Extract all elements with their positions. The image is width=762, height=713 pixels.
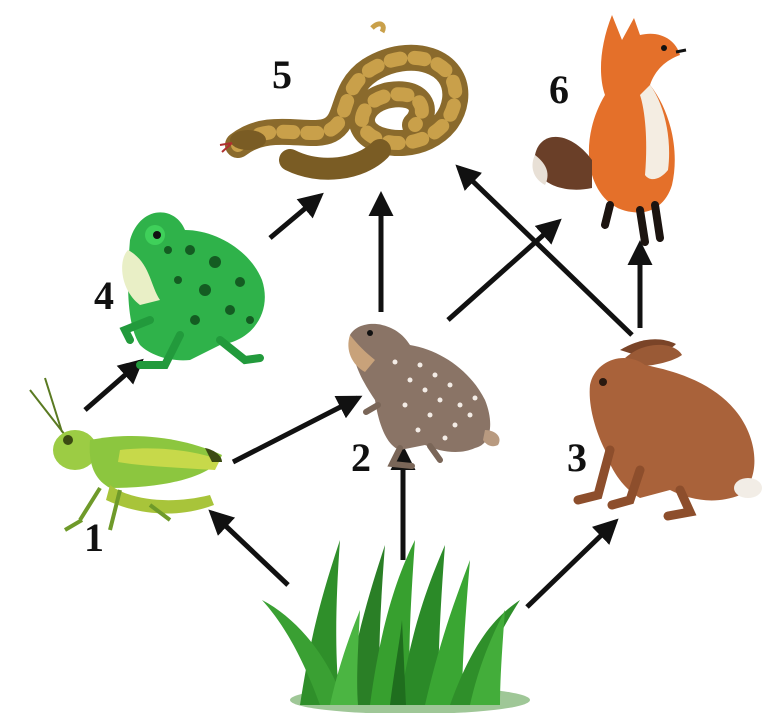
arrow-grass-to-1 <box>212 513 288 585</box>
organism-number-4: 4 <box>94 276 114 316</box>
ground-squirrel-icon <box>348 324 499 466</box>
organism-number-2: 2 <box>351 438 371 478</box>
fox-icon <box>532 15 686 242</box>
organism-number-6: 6 <box>549 70 569 110</box>
arrow-2-to-6 <box>448 222 558 320</box>
grass-icon <box>262 540 530 713</box>
arrow-1-to-2 <box>233 398 358 462</box>
arrow-grass-to-3 <box>527 522 615 607</box>
organism-number-3: 3 <box>567 438 587 478</box>
arrow-4-to-5 <box>270 196 320 238</box>
frog-icon <box>122 212 265 365</box>
organism-number-1: 1 <box>84 518 104 558</box>
snake-icon <box>220 24 455 169</box>
hare-icon <box>578 339 762 516</box>
grasshopper-icon <box>30 378 222 530</box>
arrow-1-to-4 <box>85 362 140 410</box>
organism-number-5: 5 <box>272 55 292 95</box>
